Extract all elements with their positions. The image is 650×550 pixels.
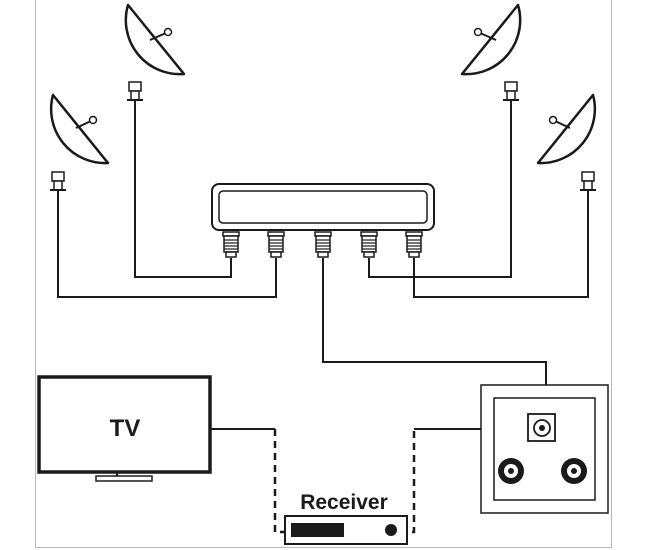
f-connector bbox=[267, 231, 285, 258]
dish-icon bbox=[460, 3, 522, 101]
tv-label: TV bbox=[110, 415, 141, 442]
cable-multiswitch-outlet bbox=[322, 258, 547, 385]
receiver-label: Receiver bbox=[300, 491, 388, 514]
receiver-knob bbox=[385, 524, 397, 536]
wall-outlet bbox=[480, 384, 609, 514]
multiswitch bbox=[211, 183, 435, 258]
dish-icon bbox=[536, 93, 597, 191]
f-connector bbox=[360, 231, 378, 258]
cable-dish-left bbox=[57, 190, 277, 298]
dish-icon bbox=[49, 93, 110, 191]
cable-dish-top-right bbox=[368, 100, 512, 278]
radio-port-icon bbox=[561, 458, 587, 484]
f-connector bbox=[405, 231, 423, 258]
tv-port-icon bbox=[498, 458, 524, 484]
receiver-display bbox=[291, 523, 344, 537]
dish-icon bbox=[124, 3, 186, 101]
sat-port-icon bbox=[527, 413, 556, 442]
receiver: Receiver bbox=[273, 429, 416, 545]
f-connector bbox=[314, 231, 332, 258]
cable-dish-top-left bbox=[134, 100, 232, 278]
f-connector bbox=[222, 231, 240, 258]
cable-dish-right bbox=[413, 190, 589, 298]
diagram-frame bbox=[35, 0, 612, 548]
tv: TV bbox=[37, 375, 212, 482]
cables bbox=[57, 100, 589, 430]
